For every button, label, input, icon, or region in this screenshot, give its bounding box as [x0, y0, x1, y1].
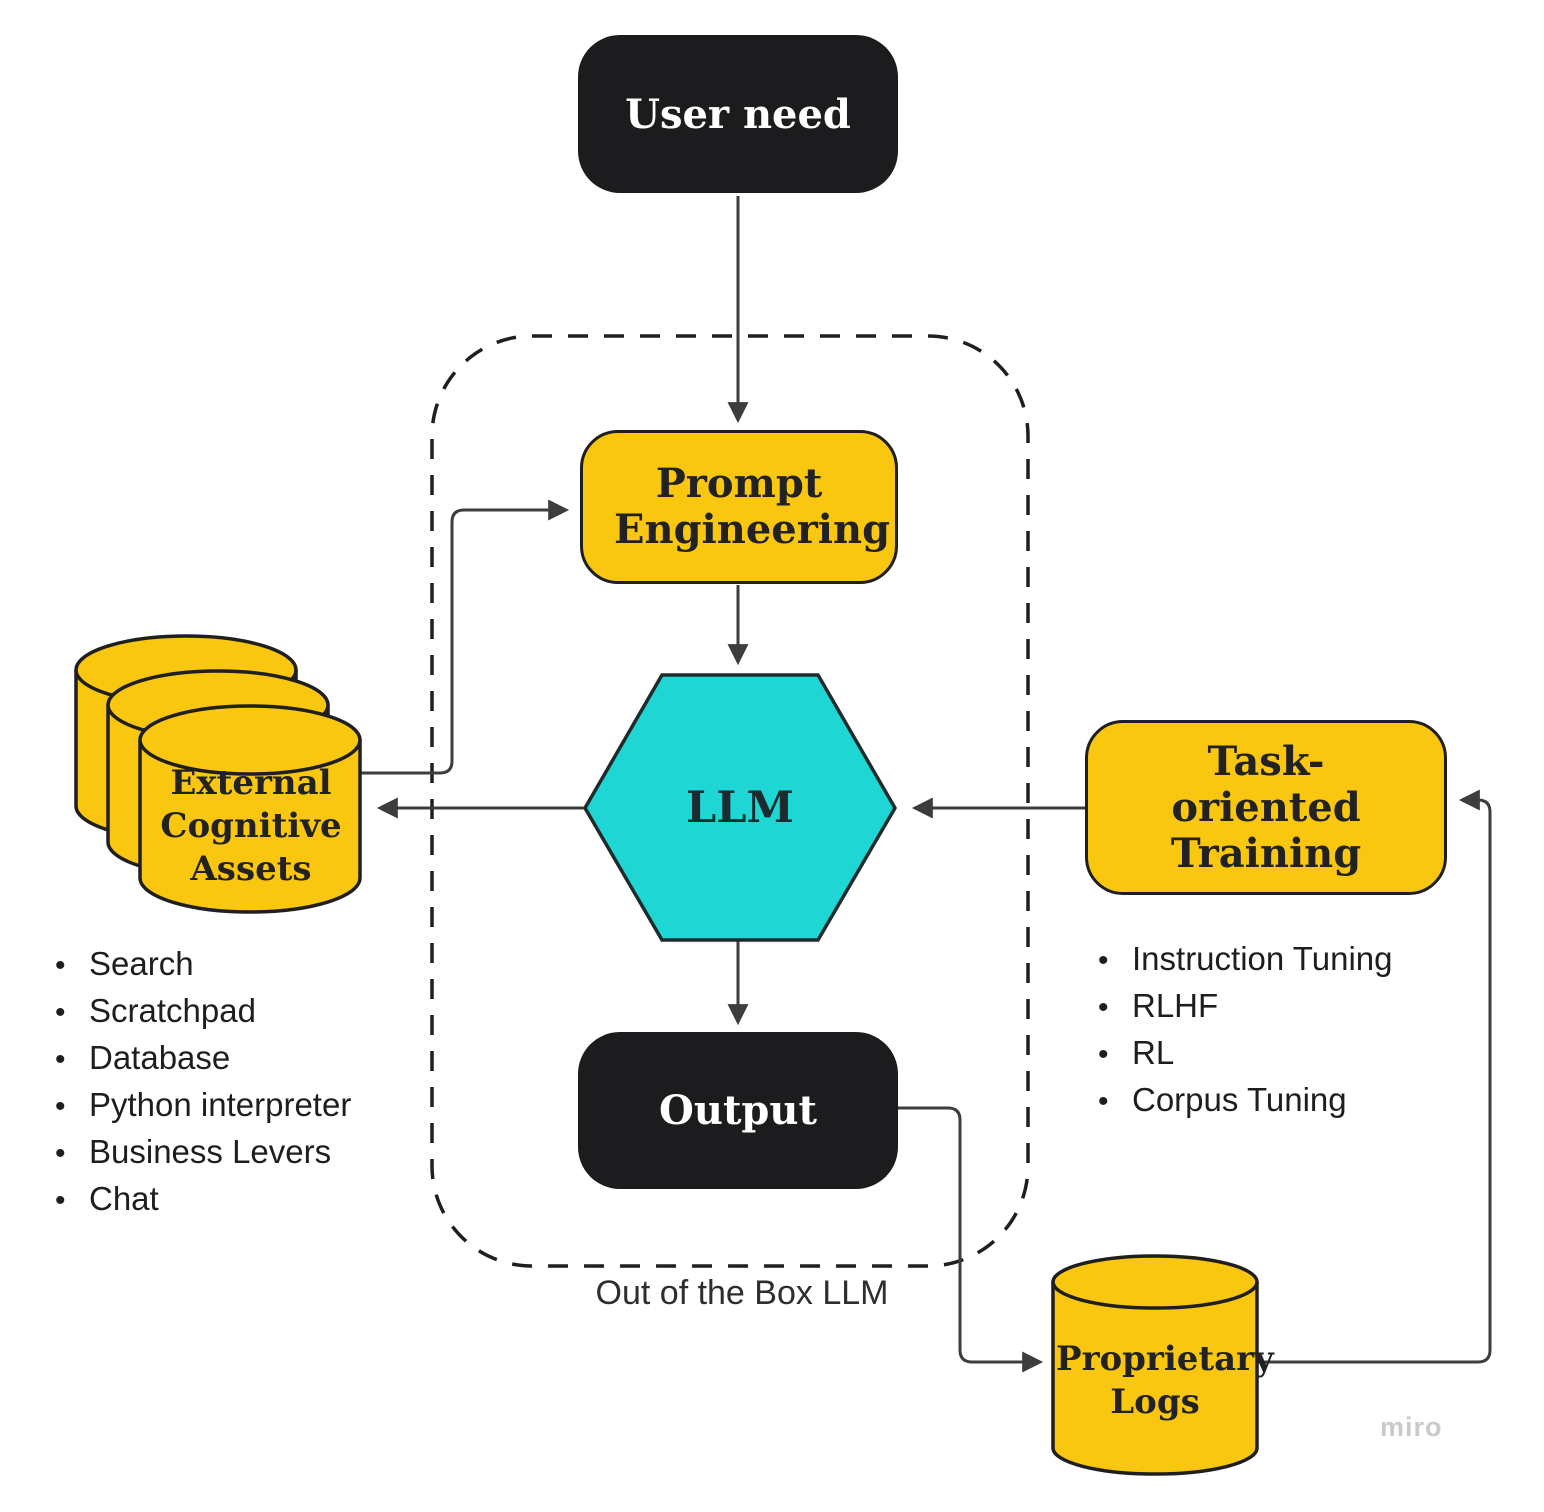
list-item: • Corpus Tuning — [1098, 1077, 1393, 1124]
list-item: • RLHF — [1098, 983, 1393, 1030]
list-item-label: Scratchpad — [89, 992, 256, 1029]
bullet-icon: • — [1098, 1038, 1109, 1071]
list-item-label: Python interpreter — [89, 1086, 352, 1123]
list-item: • RL — [1098, 1030, 1393, 1077]
out-of-the-box-llm-caption: Out of the Box LLM — [595, 1274, 889, 1312]
bullet-icon: • — [55, 949, 66, 982]
bullet-icon: • — [1098, 1085, 1109, 1118]
proprietary-logs-label: Proprietary Logs — [1056, 1339, 1274, 1422]
miro-watermark-logo: miro — [1380, 1412, 1443, 1442]
bullet-icon: • — [55, 1137, 66, 1170]
user-need-node[interactable]: User need — [578, 35, 898, 193]
user-need-label: User need — [625, 90, 851, 138]
list-item: • Python interpreter — [55, 1082, 351, 1129]
list-item: • Scratchpad — [55, 988, 351, 1035]
list-item: • Database — [55, 1035, 351, 1082]
task-oriented-training-node[interactable]: Task-oriented Training — [1085, 720, 1447, 895]
list-item: • Instruction Tuning — [1098, 936, 1393, 983]
external-assets-stacked-databases-icon[interactable] — [74, 634, 362, 914]
list-item-label: RL — [1132, 1034, 1175, 1071]
database-cylinder-front — [138, 704, 362, 914]
bullet-icon: • — [55, 996, 66, 1029]
output-label: Output — [659, 1087, 817, 1134]
llm-label: LLM — [685, 782, 795, 833]
list-item-label: RLHF — [1132, 987, 1219, 1024]
list-item: • Business Levers — [55, 1129, 351, 1176]
connector-external-assets-to-prompt-engineering — [355, 499, 570, 775]
list-item-label: Database — [89, 1039, 231, 1076]
list-item-label: Business Levers — [89, 1133, 332, 1170]
prompt-engineering-node[interactable]: Prompt Engineering — [580, 430, 898, 584]
out-of-the-box-llm-group-outline[interactable] — [430, 334, 1030, 1268]
connector-output-to-proprietary-logs — [897, 1106, 1044, 1373]
list-item-label: Chat — [89, 1180, 159, 1217]
proprietary-logs-database-icon[interactable] — [1051, 1254, 1259, 1476]
bullet-icon: • — [55, 1090, 66, 1123]
connector-proprietary-logs-to-training — [1258, 789, 1492, 1364]
output-node[interactable]: Output — [578, 1032, 898, 1189]
training-methods-list: • Instruction Tuning • RLHF • RL • Corpus Tunin… — [1098, 936, 1393, 1124]
list-item-label: Instruction Tuning — [1132, 940, 1393, 977]
bullet-icon: • — [1098, 944, 1109, 977]
llm-hexagon[interactable] — [582, 673, 898, 942]
list-item: • Search — [55, 941, 351, 988]
bullet-icon: • — [1098, 991, 1109, 1024]
bullet-icon: • — [55, 1043, 66, 1076]
task-oriented-training-label: Task-oriented Training — [1170, 737, 1362, 877]
list-item-label: Search — [89, 945, 194, 982]
external-cognitive-assets-label: External Cognitive Assets — [160, 763, 342, 889]
llm-node[interactable]: LLM — [585, 675, 895, 940]
list-item-label: Corpus Tuning — [1132, 1081, 1347, 1118]
external-assets-list: • Search • Scratchpad • Database • Python inter… — [55, 941, 351, 1223]
prompt-engineering-label: Prompt Engineering — [614, 460, 891, 553]
list-item: • Chat — [55, 1176, 351, 1223]
bullet-icon: • — [55, 1184, 66, 1217]
